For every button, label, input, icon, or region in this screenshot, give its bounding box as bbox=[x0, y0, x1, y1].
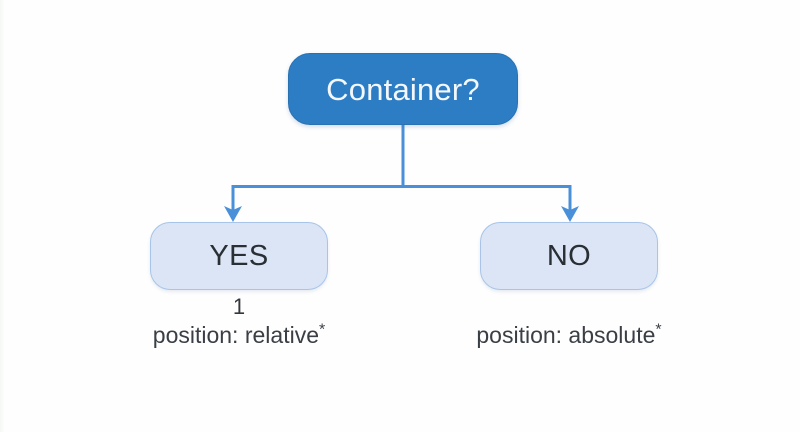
arrowhead-yes-icon bbox=[224, 206, 242, 222]
caption-text-no: position: absolute* bbox=[419, 320, 719, 350]
outcome-node-no-label: NO bbox=[546, 239, 592, 272]
outcome-node-yes-label: YES bbox=[209, 239, 269, 272]
caption-text-yes-value: position: relative bbox=[152, 322, 319, 348]
decision-node-container[interactable]: Container? bbox=[288, 53, 518, 125]
decision-node-label: Container? bbox=[326, 71, 480, 107]
caption-marker-yes: * bbox=[318, 321, 326, 339]
caption-text-no-value: position: absolute bbox=[476, 322, 656, 348]
outcome-node-yes[interactable]: YES bbox=[150, 222, 328, 290]
outcome-node-no[interactable]: NO bbox=[480, 222, 658, 290]
arrowhead-no-icon bbox=[561, 206, 579, 222]
caption-index-yes: 1 bbox=[232, 294, 246, 319]
caption-group-yes: 1 position: relative* bbox=[89, 293, 389, 350]
caption-group-no: position: absolute* bbox=[419, 293, 719, 350]
caption-text-yes: position: relative* bbox=[89, 320, 389, 350]
caption-marker-no: * bbox=[655, 321, 662, 339]
